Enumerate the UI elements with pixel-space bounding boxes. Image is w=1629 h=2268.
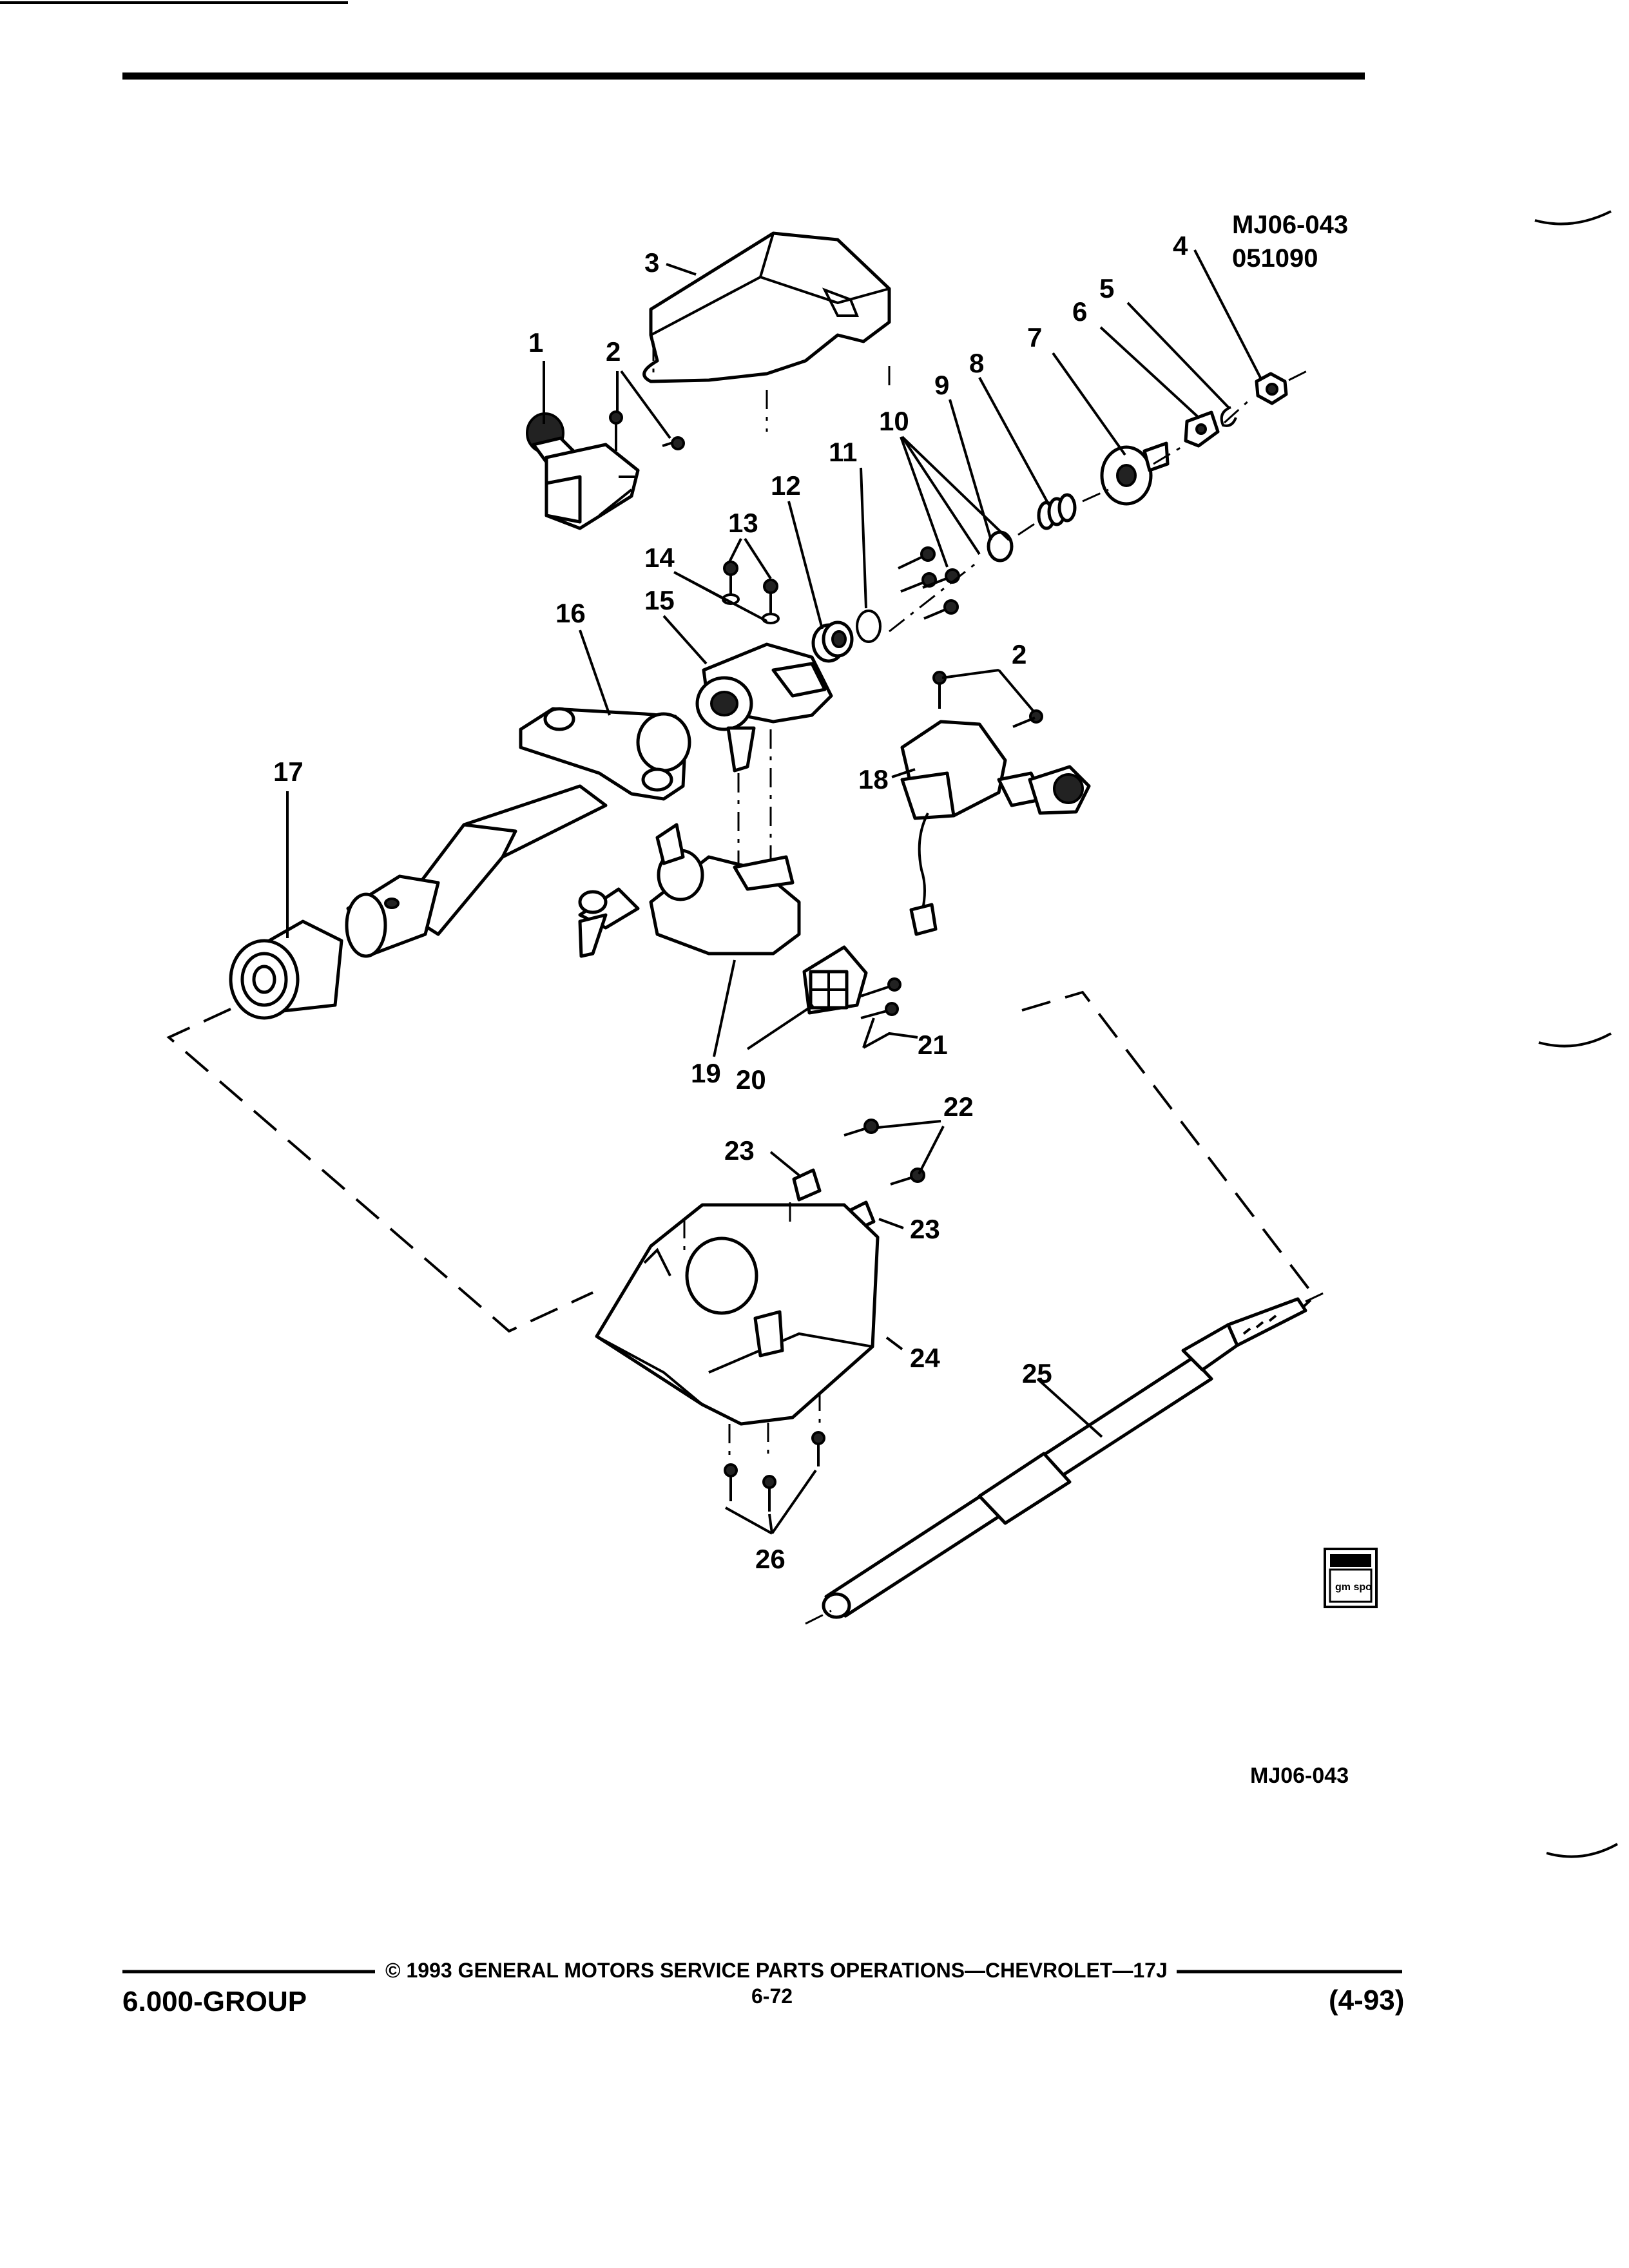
callout-14: 14: [644, 543, 675, 573]
callout-9: 9: [934, 370, 949, 400]
gm-spo-logo: gm spo: [1324, 1548, 1378, 1608]
figure-date-code: 051090: [1232, 244, 1318, 273]
callout-26: 26: [755, 1544, 786, 1574]
callout-7: 7: [1027, 322, 1042, 352]
part-17-bearing: [229, 919, 343, 1020]
part-9-ring: [987, 530, 1014, 562]
figure-code-top: MJ06-043: [1232, 211, 1348, 239]
callout-15: 15: [644, 585, 675, 615]
leader-lines: [286, 249, 1263, 1535]
callout-21: 21: [918, 1030, 948, 1060]
callout-17: 17: [273, 756, 304, 787]
figure-code-bottom: MJ06-043: [1250, 1763, 1349, 1788]
callout-labels: 1 2 3 4 5 6 7 8 9 10 11 12 13 14 15 16 1…: [273, 231, 1188, 1574]
part-2-screws-lower: [932, 671, 1043, 728]
part-8-spring: [1037, 493, 1077, 530]
margin-mark: [1546, 1843, 1618, 1858]
group-boundary-left: [166, 1008, 593, 1333]
part-20-connector: [802, 945, 868, 1015]
part-25-steering-shaft: [822, 1297, 1307, 1619]
part-19-lock-cylinder: [578, 823, 801, 958]
alignment-line: [889, 367, 1313, 633]
footer-group: 6.000-GROUP: [122, 1986, 307, 2017]
part-21-screws: [860, 977, 901, 1019]
callout-25: 25: [1022, 1358, 1052, 1389]
part-16-column-tube: [398, 784, 608, 936]
screw-head: [671, 436, 685, 450]
callout-2-lower: 2: [1012, 639, 1027, 669]
callout-11: 11: [829, 437, 857, 467]
part-12-bearing-ring: [811, 620, 854, 663]
callout-10: 10: [879, 406, 909, 436]
callout-19: 19: [691, 1058, 721, 1088]
group-boundary-right: [1021, 990, 1316, 1316]
gm-spo-logo-text: gm spo: [1335, 1582, 1372, 1593]
part-24-lower-shroud: [595, 1203, 880, 1426]
footer-date: (4-93): [1329, 1984, 1405, 2016]
callout-1: 1: [528, 327, 543, 358]
callout-12: 12: [771, 470, 801, 501]
callout-23-upper: 23: [724, 1135, 755, 1166]
callout-5: 5: [1099, 273, 1114, 303]
alignment-line: [683, 1202, 821, 1457]
callout-16: 16: [555, 598, 586, 628]
part-5-retaining-ring: [1220, 406, 1237, 427]
callout-2-upper: 2: [606, 336, 621, 367]
part-3-upper-shroud: [642, 231, 891, 383]
part-15-lock-housing: [695, 642, 833, 773]
part-16-column-housing: [519, 707, 691, 801]
part-18-multifunction-switch: [900, 720, 1091, 936]
alignment-line: [737, 729, 772, 876]
part-22-screws: [843, 1119, 925, 1186]
part-13-screws: [723, 561, 778, 613]
callout-3: 3: [644, 247, 659, 278]
callout-24: 24: [910, 1343, 940, 1373]
callout-22: 22: [943, 1091, 974, 1122]
callout-4: 4: [1173, 231, 1188, 261]
callout-6: 6: [1072, 296, 1087, 327]
margin-mark: [1534, 210, 1612, 226]
footer-page-number: 6-72: [751, 1984, 793, 2008]
part-11-snap-ring: [856, 610, 882, 643]
callout-18: 18: [858, 764, 889, 794]
callout-8: 8: [969, 348, 984, 378]
part-26-screws: [724, 1431, 825, 1512]
margin-mark: [1538, 1032, 1612, 1048]
part-7-cancel-cam: [1100, 441, 1170, 506]
alignment-line: [652, 341, 891, 432]
alignment-line: [805, 1290, 1328, 1625]
callout-20: 20: [736, 1064, 766, 1095]
part-6-lock-plate: [1184, 410, 1220, 448]
footer-copyright: © 1993 GENERAL MOTORS SERVICE PARTS OPER…: [385, 1959, 1168, 1982]
part-1-switch: [526, 412, 640, 530]
callout-13: 13: [728, 508, 758, 538]
part-16-shaft-sleeve: [345, 874, 440, 958]
callout-23-lower: 23: [910, 1214, 940, 1244]
part-4-nut: [1255, 372, 1288, 405]
screw-head: [609, 410, 623, 425]
